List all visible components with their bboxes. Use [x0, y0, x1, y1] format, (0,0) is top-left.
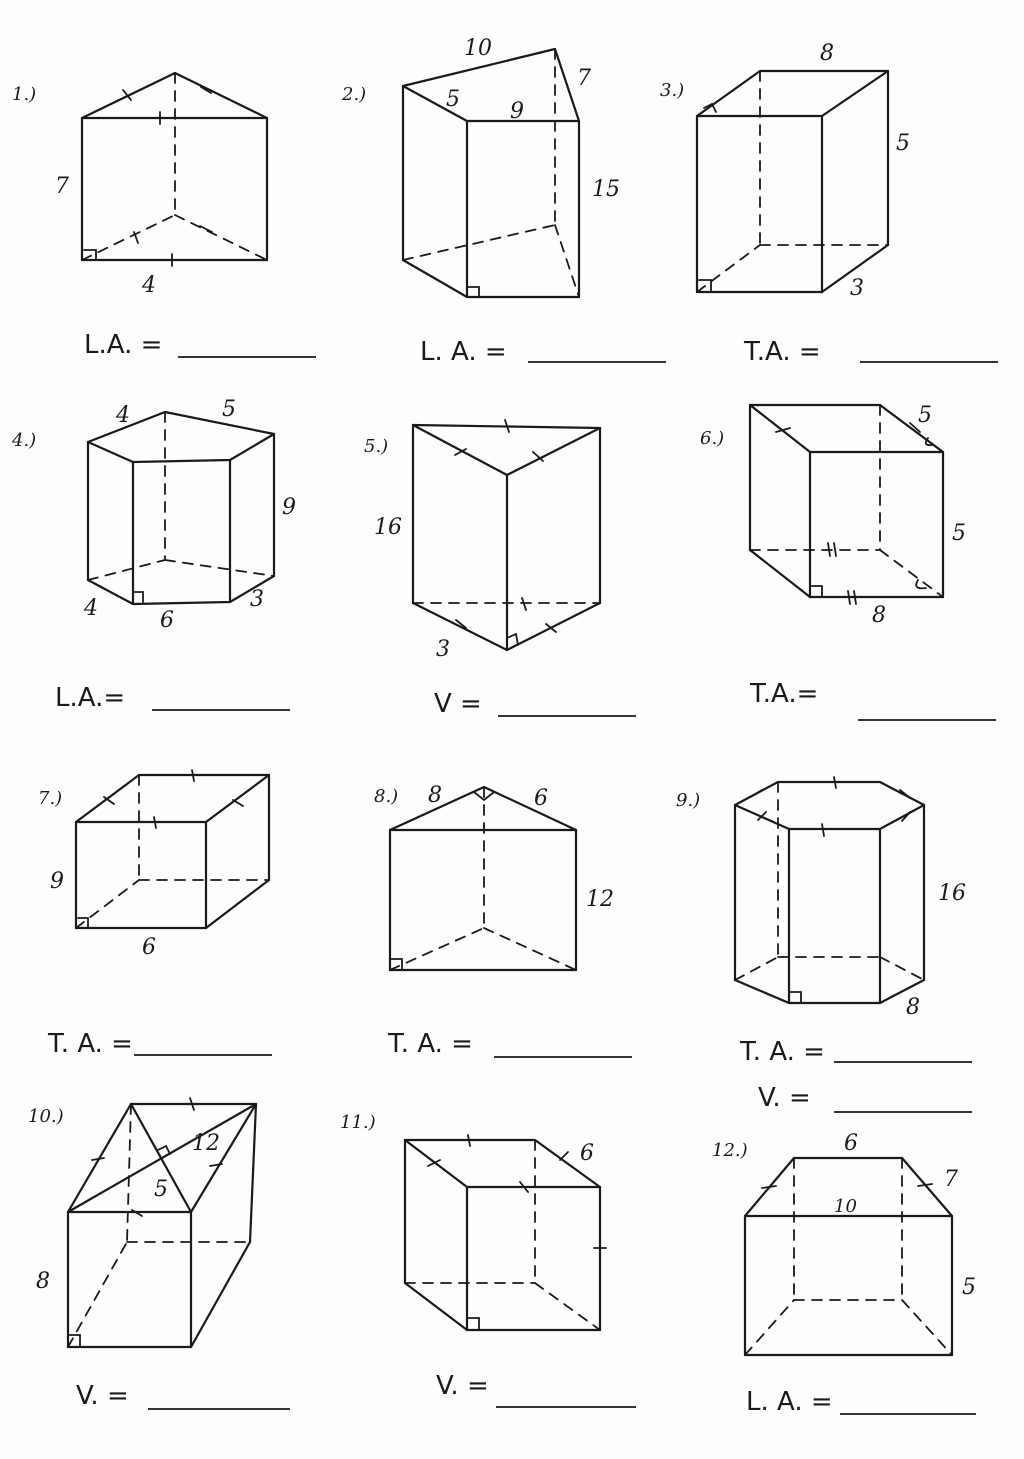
figure-5-triangular-prism [411, 419, 602, 652]
figure-8-label: 6 [534, 786, 548, 811]
problem-8-prompt: T. A. = [387, 1029, 473, 1059]
figure-5-label: 3 [436, 637, 450, 662]
figure-8-label: 8 [428, 783, 442, 808]
problem-2-number: 2.) [341, 84, 366, 105]
problem-2-prompt: L. A. = [420, 337, 507, 367]
figure-7-label: 9 [50, 869, 64, 894]
figure-12-label: 10 [834, 1196, 857, 1217]
figure-3-label: 8 [820, 41, 834, 66]
problem-9: 9.) 16 8 T. A. = V. = [676, 776, 972, 1113]
problem-4-prompt: L.A.= [55, 683, 125, 713]
problem-3-prompt: T.A. = [743, 337, 821, 367]
figure-7-label: 6 [142, 935, 156, 960]
figure-12-trapezoidal-prism [743, 1156, 954, 1357]
problem-12-prompt: L. A. = [746, 1387, 833, 1417]
figure-4-label: 5 [222, 397, 236, 422]
problem-11-number: 11.) [340, 1112, 376, 1133]
figure-2-label: 9 [510, 99, 524, 124]
figure-3-label: 3 [850, 276, 864, 301]
problem-12: 12.) 6 7 10 5 L. A. = [712, 1131, 976, 1417]
figure-7-square-prism [74, 769, 271, 930]
figure-12-label: 6 [844, 1131, 858, 1156]
problem-1: 1.) 7 4 L.A. = [12, 71, 316, 360]
problem-11-prompt: V. = [436, 1371, 489, 1401]
figure-2-label: 7 [577, 66, 591, 91]
figure-6-prism [748, 403, 945, 605]
problem-6: 6.) 5 5 8 T.A.= [700, 403, 996, 721]
problem-9-prompt: T. A. = [739, 1037, 825, 1067]
problem-4: 4.) 4 5 9 4 6 3 L.A.= [11, 397, 296, 713]
problem-5-prompt: V = [434, 689, 482, 719]
problem-7-number: 7.) [38, 788, 62, 809]
figure-8-triangular-prism [388, 785, 578, 972]
figure-3-label: 5 [896, 131, 910, 156]
figure-4-pentagonal-prism [86, 410, 276, 606]
figure-10-label: 12 [192, 1131, 220, 1156]
figure-11-cube [403, 1134, 607, 1332]
problem-1-number: 1.) [12, 84, 36, 105]
problem-10-prompt: V. = [76, 1381, 129, 1411]
problem-8-number: 8.) [374, 786, 398, 807]
problem-10: 10.) 12 5 8 V. = [28, 1097, 290, 1411]
figure-1-triangular-prism [80, 71, 269, 267]
figure-1-label: 7 [55, 174, 69, 199]
figure-3-rectangular-prism [695, 69, 890, 294]
figure-10-label: 8 [36, 1269, 50, 1294]
figure-1-label: 4 [141, 273, 156, 298]
figure-12-label: 5 [962, 1275, 976, 1300]
figure-2-triangular-prism [401, 47, 581, 299]
figure-9-hexagonal-prism [733, 776, 926, 1005]
problem-6-prompt: T.A.= [749, 679, 818, 709]
problem-7-prompt: T. A. = [47, 1029, 133, 1059]
problem-7: 7.) 9 6 T. A. = [38, 769, 272, 1059]
figure-4-label: 9 [282, 495, 296, 520]
figure-10-prism [66, 1097, 258, 1349]
figure-10-label: 5 [154, 1177, 168, 1202]
problem-5-number: 5.) [364, 436, 388, 457]
figure-6-label: 5 [952, 521, 966, 546]
problem-6-number: 6.) [700, 428, 724, 449]
figure-5-label: 16 [374, 515, 402, 540]
problem-10-number: 10.) [28, 1106, 64, 1127]
problem-12-number: 12.) [712, 1140, 748, 1161]
figure-9-label: 8 [906, 995, 920, 1020]
problem-5: 5.) 16 3 V = [364, 419, 636, 719]
problem-3: 3.) 8 5 3 T.A. = [660, 41, 998, 367]
figure-12-label: 7 [944, 1167, 958, 1192]
figure-11-label: 6 [580, 1141, 594, 1166]
figure-2-label: 10 [464, 36, 492, 61]
figure-8-label: 12 [586, 887, 614, 912]
figure-6-label: 8 [872, 603, 886, 628]
problem-9-prompt: V. = [758, 1083, 811, 1113]
figure-4-label: 3 [250, 587, 264, 612]
figure-6-label: 5 [918, 403, 932, 428]
figure-9-label: 16 [938, 881, 966, 906]
figure-2-label: 5 [446, 87, 460, 112]
problem-11: 11.) 6 V. = [340, 1112, 636, 1408]
figure-4-label: 4 [115, 403, 130, 428]
figure-4-label: 4 [83, 596, 98, 621]
problem-8: 8.) 8 6 12 T. A. = [374, 783, 632, 1059]
problem-4-number: 4.) [11, 430, 36, 451]
problem-9-number: 9.) [676, 790, 700, 811]
figure-4-label: 6 [160, 608, 174, 633]
figure-2-label: 15 [592, 177, 620, 202]
problem-2: 2.) 10 7 5 9 15 L. A. = [341, 36, 666, 367]
problem-3-number: 3.) [660, 80, 684, 101]
problem-1-prompt: L.A. = [84, 330, 162, 360]
